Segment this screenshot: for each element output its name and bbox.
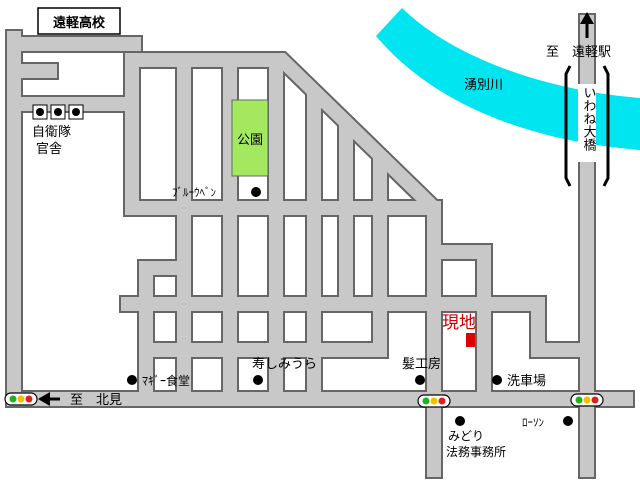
- lawson-label: ﾛｰｿﾝ: [522, 416, 544, 429]
- park-label: 公園: [237, 133, 263, 148]
- lawson-poi-icon: [563, 416, 573, 426]
- maggie-label: ﾏｷﾞｰ食堂: [142, 373, 190, 388]
- traffic-light-icon: [4, 392, 38, 406]
- to-kitami-label: 至 北見: [70, 393, 122, 408]
- sdf-dot-icon: [54, 108, 62, 116]
- kotobuki-poi-icon: [253, 375, 263, 385]
- bridge-structure: [564, 65, 610, 187]
- river-label: 湧別川: [464, 77, 503, 93]
- hair-poi-icon: [415, 375, 425, 385]
- bridge-label: いわね大橋: [581, 86, 597, 152]
- school-label: 遠軽高校: [53, 15, 106, 31]
- arrow-up-icon: [580, 12, 594, 38]
- sdf-housing-markers: [32, 104, 84, 120]
- river-water: [376, 8, 640, 150]
- carwash-label: 洗車場: [507, 374, 546, 389]
- midori-label-line2: 法務事務所: [446, 445, 506, 459]
- sdf-label-line1: 自衛隊: [32, 124, 71, 140]
- midori-label-line1: みどり: [448, 429, 484, 443]
- to-station-label: 至 遠軽駅: [546, 45, 611, 60]
- site-label: 現地: [442, 313, 476, 333]
- kotobuki-label: 寿しみうら: [252, 357, 317, 372]
- midori-poi-icon: [455, 416, 465, 426]
- sdf-dot-icon: [36, 108, 44, 116]
- bluewave-label: ﾌﾞﾙｰｳﾍﾞﾝ: [172, 186, 216, 199]
- carwash-poi-icon: [492, 375, 502, 385]
- school-label-box: [37, 7, 121, 35]
- site-marker-icon: [466, 333, 475, 347]
- maggie-poi-icon: [127, 375, 137, 385]
- sdf-dot-icon: [72, 108, 80, 116]
- park-area: [231, 99, 269, 177]
- traffic-light-icon: [570, 393, 604, 407]
- bluewave-poi-icon: [251, 187, 261, 197]
- hair-label: 髪工房: [402, 356, 441, 372]
- sdf-label-line2: 官舎: [36, 141, 62, 157]
- road-network-fill: [7, 15, 633, 477]
- arrow-left-icon: [38, 392, 60, 406]
- traffic-light-icon: [417, 394, 451, 408]
